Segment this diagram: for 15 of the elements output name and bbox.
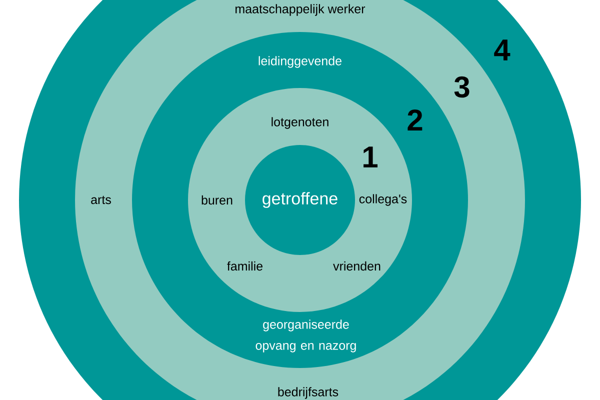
ring-label: lotgenoten <box>272 117 328 129</box>
ring-label: bedrijfsarts <box>278 387 338 399</box>
ring-label: maatschappelijk werker <box>236 4 366 16</box>
ring-label: familie <box>227 261 262 271</box>
ring-label: georganiseerde opvang en nazorg <box>256 320 356 352</box>
ring-label: collega's <box>359 194 407 206</box>
ring-number: 1 <box>364 146 378 168</box>
ring-number: 3 <box>454 76 470 98</box>
ring-number: 4 <box>494 40 510 60</box>
ring-label: vrienden <box>333 261 380 271</box>
center-label: getroffene <box>262 192 338 208</box>
ring-number: 2 <box>408 110 422 130</box>
ring-label: leidinggevende <box>258 56 342 68</box>
ring-label: buren <box>202 195 232 205</box>
ring-label: arts <box>91 196 111 204</box>
